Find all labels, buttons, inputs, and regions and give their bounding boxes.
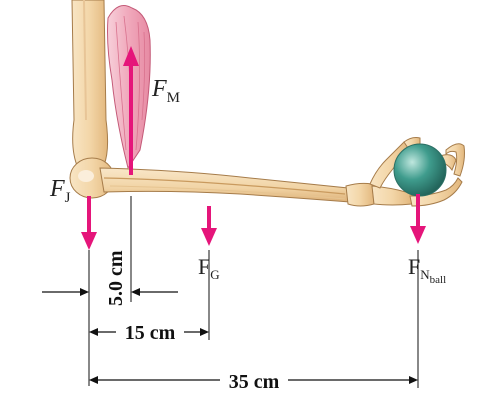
dimension-lines — [42, 196, 419, 388]
force-arrows — [81, 46, 426, 250]
fm-label: FM — [151, 76, 180, 106]
upper-arm-bone — [71, 0, 109, 169]
dimension-15cm-label: 15 cm — [125, 322, 176, 344]
fj-label: FJ — [49, 176, 71, 206]
dimension-35cm-label: 35 cm — [229, 371, 280, 393]
fj-arrowhead — [81, 232, 97, 250]
biceps-muscle — [107, 5, 151, 170]
dimension-5cm-label: 5.0 cm — [105, 250, 127, 306]
fg-label: FG — [198, 254, 220, 282]
fm-arrowhead — [123, 46, 139, 66]
ball — [393, 143, 447, 197]
forearm-bones — [99, 167, 351, 203]
fn-arrowhead — [410, 226, 426, 244]
fg-arrowhead — [201, 228, 217, 246]
fn-label: FNball — [408, 254, 446, 286]
